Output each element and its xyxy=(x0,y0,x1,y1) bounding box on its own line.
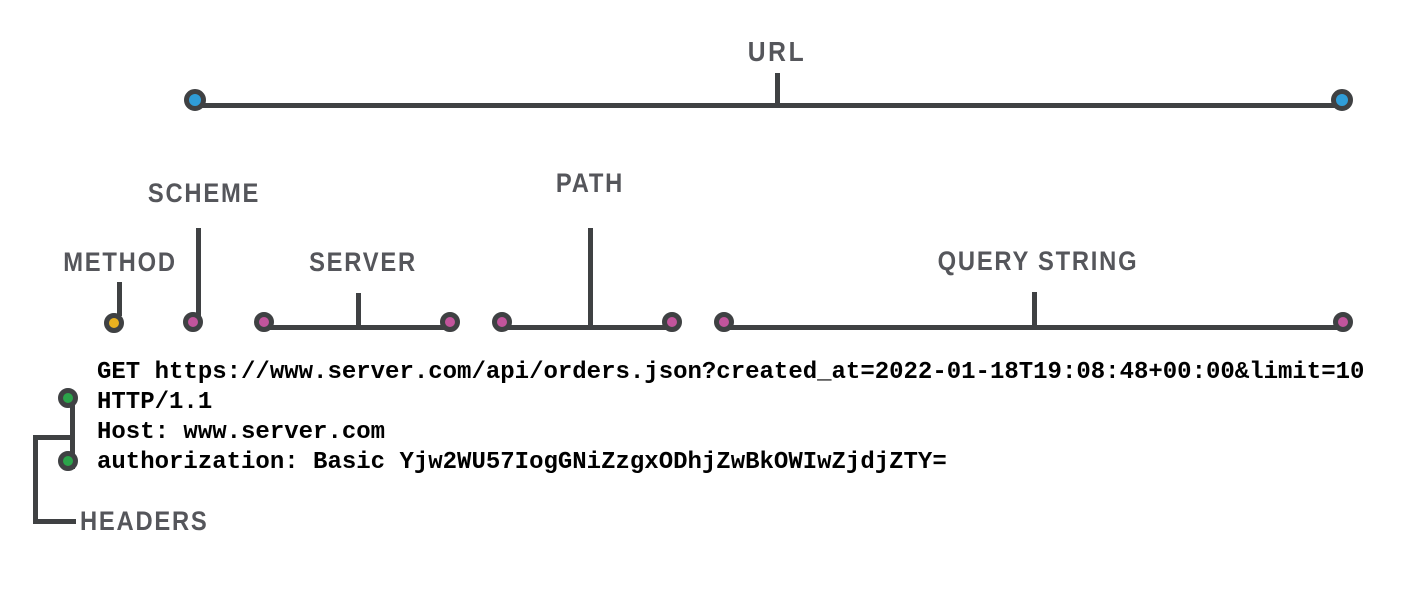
path-start-dot xyxy=(492,312,512,332)
server-span-line xyxy=(269,325,455,330)
server-end-dot xyxy=(440,312,460,332)
path-end-dot xyxy=(662,312,682,332)
query-string-span-line xyxy=(729,325,1348,330)
headers-left-line xyxy=(33,435,38,524)
host-header-text: Host: www.server.com xyxy=(97,419,386,446)
url-end-dot xyxy=(1331,89,1353,111)
path-span-line xyxy=(507,325,677,330)
path-label: PATH xyxy=(555,168,625,198)
protocol-version-text: HTTP/1.1 xyxy=(97,389,213,416)
scheme-dot xyxy=(183,312,203,332)
header-http-dot xyxy=(58,388,78,408)
headers-bottom-line xyxy=(33,519,76,524)
method-label: METHOD xyxy=(63,247,177,277)
header-authorization-dot xyxy=(58,451,78,471)
url-tick-line xyxy=(775,73,780,105)
path-tick-line xyxy=(588,228,593,327)
method-tick-line xyxy=(117,282,122,316)
method-dot xyxy=(104,313,124,333)
url-label: URL xyxy=(747,36,807,67)
server-start-dot xyxy=(254,312,274,332)
query-string-tick-line xyxy=(1032,292,1037,327)
scheme-label: SCHEME xyxy=(147,178,261,208)
scheme-tick-line xyxy=(196,228,201,316)
query-string-end-dot xyxy=(1333,312,1353,332)
headers-label: HEADERS xyxy=(80,506,209,536)
url-start-dot xyxy=(184,89,206,111)
server-label: SERVER xyxy=(309,247,417,277)
query-string-label: QUERY STRING xyxy=(937,246,1139,276)
request-line-text: GET https://www.server.com/api/orders.js… xyxy=(97,359,1365,386)
authorization-header-text: authorization: Basic Yjw2WU57IogGNiZzgxO… xyxy=(97,449,947,476)
headers-branch-line xyxy=(33,435,75,440)
url-span-line xyxy=(200,103,1347,108)
query-string-start-dot xyxy=(714,312,734,332)
server-tick-line xyxy=(356,293,361,327)
